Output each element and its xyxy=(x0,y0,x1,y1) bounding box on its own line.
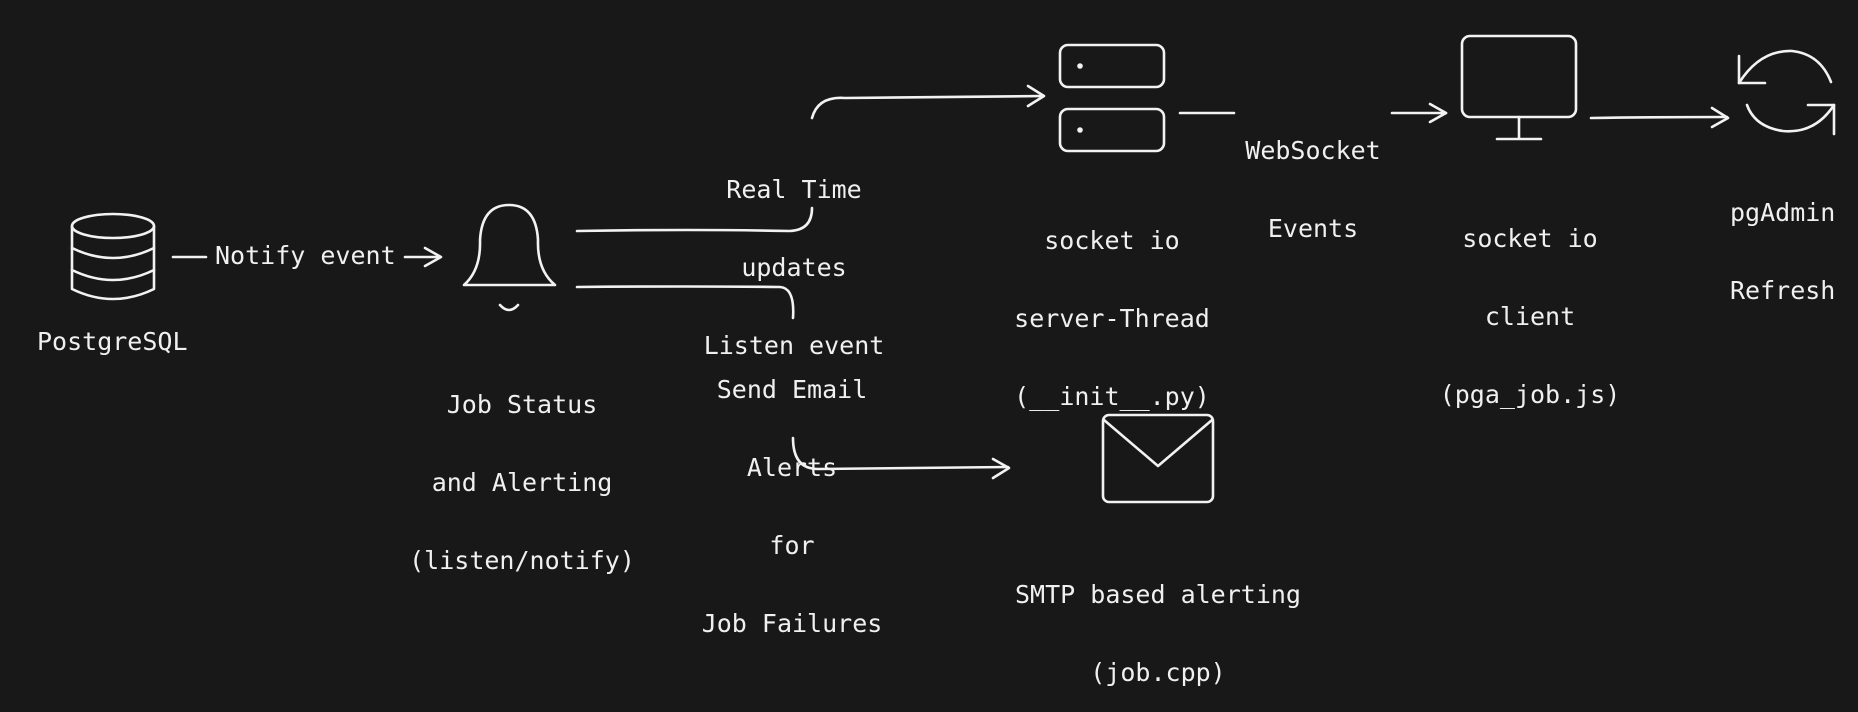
smtp-label: SMTP based alerting (job.cpp) xyxy=(1015,530,1301,712)
socket-client-label: socket io client (pga_job.js) xyxy=(1440,174,1621,434)
notify-arrow xyxy=(171,246,443,268)
smtp-label-line: (job.cpp) xyxy=(1090,658,1226,687)
socket-server-label-line: socket io xyxy=(1044,226,1180,255)
diagram-canvas xyxy=(70,34,1836,504)
pgadmin-label-line: pgAdmin xyxy=(1730,198,1836,227)
socket-server-label-line: (__init__.py) xyxy=(1014,382,1210,411)
email-edge-label-line: for xyxy=(769,531,815,560)
realtime-connector xyxy=(575,84,1046,233)
refresh-connector xyxy=(1589,106,1730,129)
postgres-label: PostgreSQL xyxy=(37,327,188,356)
job-status-label-line: (listen/notify) xyxy=(409,546,635,575)
mail-icon xyxy=(1101,413,1215,504)
email-edge-label-line: Send Email xyxy=(716,375,868,404)
job-status-label: Job Status and Alerting (listen/notify) xyxy=(409,340,635,600)
email-edge-label-line: Job Failures xyxy=(701,609,883,638)
monitor-icon xyxy=(1460,34,1578,141)
websocket-edge-label: WebSocket Events xyxy=(1245,86,1380,268)
realtime-edge-label-line: Real Time xyxy=(726,175,862,204)
notify-edge-label: Notify event xyxy=(215,241,396,270)
socket-client-label-line: (pga_job.js) xyxy=(1439,380,1621,409)
websocket-connector xyxy=(1178,102,1448,124)
socket-server-label-line: server-Thread xyxy=(1014,304,1210,333)
job-status-label-line: and Alerting xyxy=(431,468,613,497)
email-edge-label: Send Email Alerts for Job Failures xyxy=(702,325,883,663)
pgadmin-label-line: Refresh xyxy=(1730,276,1836,305)
bell-icon xyxy=(462,203,557,312)
server-icon xyxy=(1058,43,1166,153)
websocket-edge-label-line: Events xyxy=(1267,214,1359,243)
job-status-label-line: Job Status xyxy=(446,390,598,419)
refresh-icon xyxy=(1737,49,1836,136)
realtime-edge-label: Real Time updates Listen event xyxy=(704,125,885,385)
pgadmin-label: pgAdmin Refresh xyxy=(1730,148,1835,330)
smtp-label-line: SMTP based alerting xyxy=(1015,580,1301,609)
socket-client-label-line: client xyxy=(1484,302,1576,331)
websocket-edge-label-line: WebSocket xyxy=(1245,136,1381,165)
realtime-edge-label-line: updates xyxy=(741,253,847,282)
database-icon xyxy=(70,212,156,301)
email-connector xyxy=(575,285,1011,480)
socket-client-label-line: socket io xyxy=(1462,224,1598,253)
email-edge-label-line: Alerts xyxy=(746,453,838,482)
socket-server-label: socket io server-Thread (__init__.py) xyxy=(1014,176,1210,436)
realtime-edge-label-line: Listen event xyxy=(703,331,885,360)
